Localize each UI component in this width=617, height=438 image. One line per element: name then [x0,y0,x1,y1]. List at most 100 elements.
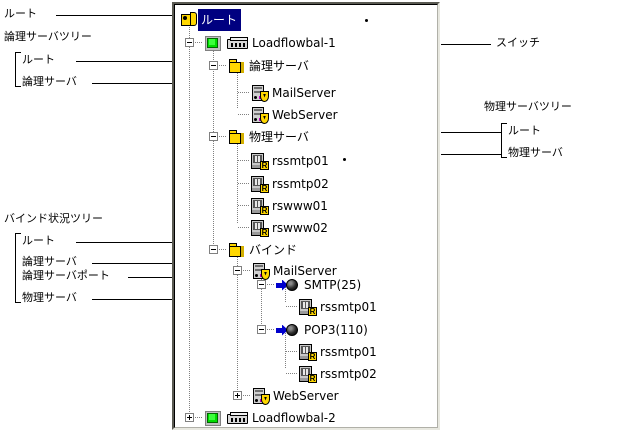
tree-row-bind-webserver[interactable]: WebServer [252,386,339,406]
tree-row-label: POP3(110) [304,323,368,337]
tree-row-loadflowbal-1[interactable]: Loadflowbal-1 [205,33,336,53]
annotation-bind-port: 論理サーバポート [22,270,110,282]
annotation-bind-physical: 物理サーバ [22,292,77,304]
tree-row-pop3-rssmtp02[interactable]: R rssmtp02 [299,364,377,384]
tree-row-loadflowbal-2[interactable]: Loadflowbal-2 [205,408,336,428]
tree-row-pop3-rssmtp01[interactable]: R rssmtp01 [299,342,377,362]
tree-connector-mailserver [261,273,262,327]
tree-row-label: Loadflowbal-2 [252,411,336,425]
tree-row-rswww02-physical[interactable]: R rswww02 [251,218,328,238]
tree-row-label: rssmtp01 [320,345,377,359]
tree-connector-h-bind [219,249,227,250]
tree-view-canvas[interactable]: ルート Loadflowbal-1 論理サーバ MailServer [174,4,438,428]
annotation-logical-server: 論理サーバ [22,76,77,88]
port-icon [276,323,298,337]
tree-row-smtp-port[interactable]: SMTP(25) [276,275,361,295]
physical-server-icon: R [299,343,317,361]
tree-row-label: WebServer [273,389,339,403]
open-folder-icon [181,12,198,28]
physical-server-icon: R [299,365,317,383]
tree-expander-loadflowbal-2[interactable] [185,413,194,422]
leader-line-bind-logical-server [92,263,231,264]
annotation-bind-root: ルート [22,235,55,247]
tree-row-logical-servers[interactable]: 論理サーバ [229,56,309,76]
leader-dot-loadflowbal-1 [365,19,368,22]
tree-row-label: ルート [198,9,242,31]
status-led-icon [205,410,221,426]
tree-connector-h-rssmtp02 [238,183,250,184]
tree-row-smtp-rssmtp01[interactable]: R rssmtp01 [299,297,377,317]
tree-connector-h-rssmtp01 [238,160,250,161]
annotation-physical-server: 物理サーバ [508,147,563,159]
tree-connector-smtp [285,287,286,303]
tree-connector-h-rswww02 [238,227,250,228]
closed-folder-icon [229,58,246,74]
tree-row-label: 論理サーバ [249,59,309,73]
tree-connector-h-pop3-rssmtp02 [286,373,298,374]
tree-connector-h-pop3 [267,329,275,330]
annotation-logical-tree: 論理サーバツリー [4,31,92,43]
tree-connector-pop3 [285,331,286,369]
tree-row-label: SMTP(25) [304,278,362,292]
leader-dot-rssmtp01 [343,158,346,161]
tree-row-bind-mailserver[interactable]: MailServer [252,261,337,281]
bracket-bind-tree [15,233,21,303]
tree-expander-smtp-port[interactable] [257,280,266,289]
tree-row-label: Loadflowbal-1 [252,36,336,50]
tree-view-panel[interactable]: ルート Loadflowbal-1 論理サーバ MailServer [172,2,440,430]
tree-row-rssmtp01-physical[interactable]: R rssmtp01 [251,151,329,171]
logical-server-icon [251,84,269,102]
tree-expander-pop3-port[interactable] [257,325,266,334]
tree-expander-bind-mailserver[interactable] [233,266,242,275]
tree-connector-level1 [213,45,214,250]
physical-server-icon: R [251,219,269,237]
tree-connector-logical [237,67,238,109]
switch-icon [227,411,249,425]
tree-row-label: WebServer [272,108,338,122]
tree-connector-h-pop3-rssmtp01 [286,351,298,352]
closed-folder-icon [229,242,246,258]
tree-connector-h-rswww01 [238,205,250,206]
port-icon [276,278,298,292]
tree-expander-bind-webserver[interactable] [233,391,242,400]
annotation-bind-logical-server: 論理サーバ [22,256,77,268]
tree-connector-h-loadflowbal-1 [195,42,203,43]
tree-row-label: rswww02 [272,221,328,235]
annotation-root-top: ルート [4,8,37,20]
leader-line-bind-root [76,242,213,243]
tree-row-label: rswww01 [272,199,328,213]
physical-server-icon: R [299,298,317,316]
tree-connector-trunk-root [189,23,190,415]
physical-server-icon: R [251,197,269,215]
tree-row-label: 物理サーバ [249,130,309,144]
switch-icon [227,36,249,50]
tree-row-webserver-logical[interactable]: WebServer [251,105,338,125]
tree-row-bind[interactable]: バインド [229,240,297,260]
tree-row-rswww01-physical[interactable]: R rswww01 [251,196,328,216]
tree-expander-bind[interactable] [209,245,218,254]
leader-line-logical-root [76,61,213,62]
tree-connector-h-webserver-l [238,114,250,115]
tree-row-label: MailServer [272,86,336,100]
tree-row-mailserver-logical[interactable]: MailServer [251,83,336,103]
tree-connector-physical [237,138,238,223]
bracket-physical-tree [501,123,507,158]
annotation-physical-root: ルート [508,125,541,137]
closed-folder-icon [229,129,246,145]
tree-connector-h-bind-mailserver [243,270,251,271]
tree-connector-h-smtp-rssmtp01 [286,306,298,307]
physical-server-icon: R [251,175,269,193]
tree-row-rssmtp02-physical[interactable]: R rssmtp02 [251,174,329,194]
tree-expander-logical-servers[interactable] [209,61,218,70]
annotation-switch: スイッチ [496,37,540,49]
tree-expander-loadflowbal-1[interactable] [185,38,194,47]
tree-row-label: バインド [249,243,298,257]
tree-expander-physical-servers[interactable] [209,132,218,141]
tree-connector-h-physical [219,136,227,137]
tree-connector-bind [237,251,238,391]
tree-connector-h-bind-webserver [243,395,251,396]
tree-row-pop3-port[interactable]: POP3(110) [276,320,368,340]
tree-row-root[interactable]: ルート [181,9,242,31]
tree-row-physical-servers[interactable]: 物理サーバ [229,127,309,147]
tree-row-label: rssmtp01 [272,154,329,168]
